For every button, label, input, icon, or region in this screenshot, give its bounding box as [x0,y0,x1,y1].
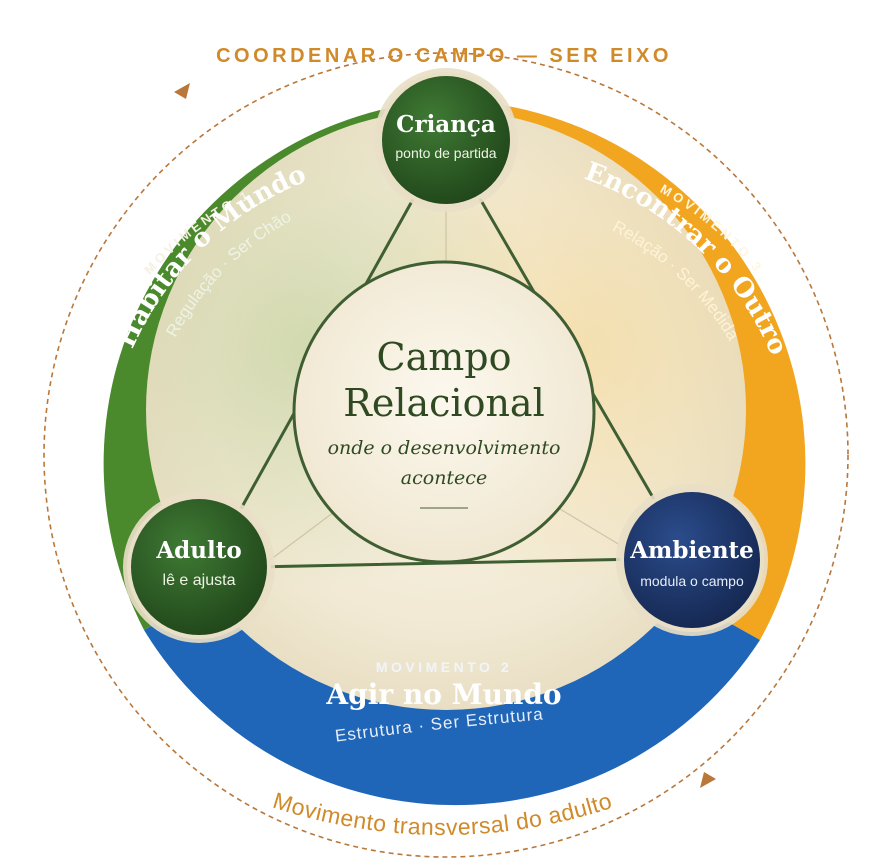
center-title-line2: Relacional [343,381,545,425]
node-ambiente-title: Ambiente [629,537,754,564]
movimento-2-kicker: MOVIMENTO 2 [376,659,512,675]
node-crianca-subtitle: ponto de partida [395,145,496,161]
ring-arrow-left-icon [174,83,190,99]
node-ambiente: Ambiente modula o campo [616,484,768,636]
outer-top-label: COORDENAR O CAMPO — SER EIXO [216,45,672,67]
ring-arrow-right-icon [700,772,716,788]
node-crianca-title: Criança [396,111,496,138]
node-ambiente-subtitle: modula o campo [640,573,744,589]
center-subtitle-line1: onde o desenvolvimento [328,437,561,459]
node-adulto: Adulto lê e ajusta [123,491,275,643]
node-adulto-title: Adulto [155,537,241,564]
center-subtitle-line2: acontece [401,467,487,489]
outer-dashed-ring [43,52,849,858]
movimento-2-title: Agir no Mundo [325,678,561,711]
center-title-line1: Campo [377,335,512,379]
node-crianca: Criança ponto de partida [374,68,518,212]
node-adulto-subtitle: lê e ajusta [163,572,236,589]
center-circle [292,260,596,564]
